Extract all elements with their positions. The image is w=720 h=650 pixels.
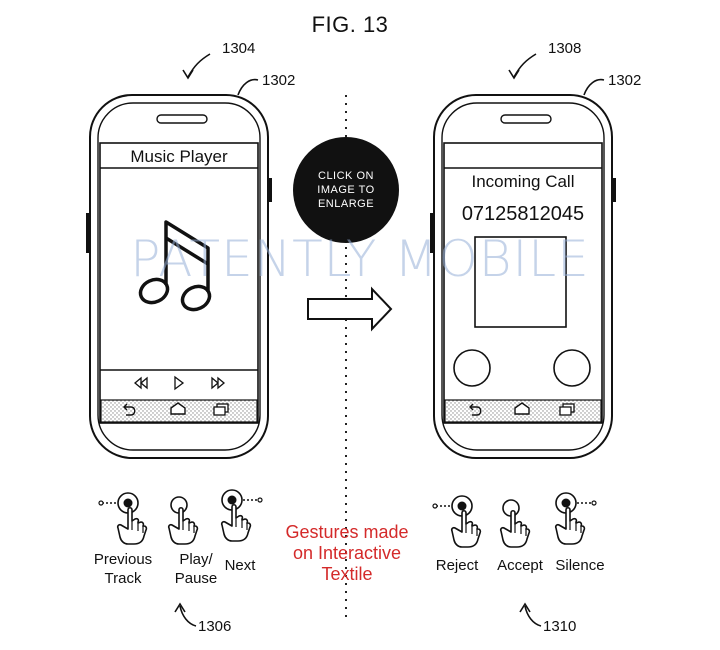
left-screen: [99, 142, 259, 424]
gestures-caption: Gestures made on Interactive Textile: [262, 522, 432, 585]
volume-button[interactable]: [430, 213, 434, 253]
swipe-right-gesture-icon: [220, 489, 263, 542]
ref-1304: 1304: [222, 40, 256, 57]
label-line: Reject: [435, 557, 479, 574]
left-phone: [86, 94, 272, 459]
enlarge-image-badge[interactable]: CLICK ON IMAGE TO ENLARGE: [293, 137, 399, 243]
right-phone: [430, 94, 616, 459]
home-icon[interactable]: [170, 402, 186, 415]
leader-1310: [524, 605, 542, 627]
caller-number: 07125812045: [461, 203, 585, 225]
play-icon[interactable]: [174, 375, 185, 391]
reference-leaders: [174, 53, 605, 627]
caption-line: Textile: [321, 564, 373, 584]
ref-1302-right: 1302: [608, 72, 642, 89]
fast-forward-icon[interactable]: [211, 376, 226, 390]
back-icon[interactable]: [469, 403, 482, 416]
label-line: Play/: [179, 551, 213, 568]
tap-gesture-icon: [499, 499, 531, 548]
label-line: Accept: [497, 557, 543, 574]
badge-line: CLICK ON: [318, 170, 374, 182]
recent-apps-icon[interactable]: [213, 403, 229, 416]
gesture-label-accept: Accept: [490, 556, 550, 575]
power-button[interactable]: [268, 178, 272, 202]
caption-line: Gestures made: [285, 522, 409, 542]
swipe-right-gesture-icon: [554, 492, 597, 545]
gesture-label-next: Next: [218, 556, 262, 575]
figure-title: FIG. 13: [311, 12, 389, 37]
music-player-title: Music Player: [130, 147, 228, 166]
badge-line: IMAGE TO: [317, 184, 375, 196]
leader-1306: [179, 605, 197, 627]
speaker-grille: [500, 114, 552, 124]
gesture-label-silence: Silence: [550, 556, 610, 575]
label-line: Next: [224, 557, 256, 574]
back-icon[interactable]: [123, 403, 136, 416]
label-line: Silence: [555, 557, 605, 574]
label-line: Pause: [174, 570, 218, 587]
incoming-call-title: Incoming Call: [471, 172, 575, 191]
transition-arrow-icon: [307, 286, 393, 332]
music-note-icon: [138, 220, 212, 312]
volume-button[interactable]: [86, 213, 90, 253]
rewind-icon[interactable]: [133, 376, 148, 390]
swipe-left-gesture-icon: [98, 492, 148, 545]
tap-gesture-icon: [167, 496, 199, 545]
gesture-label-play-pause: Play/ Pause: [166, 550, 226, 588]
recent-apps-icon[interactable]: [559, 403, 575, 416]
badge-line: ENLARGE: [317, 198, 375, 210]
gesture-label-previous-track: Previous Track: [88, 550, 158, 588]
label-line: Track: [104, 570, 142, 587]
leader-1302-left: [237, 78, 259, 96]
ref-1310: 1310: [543, 618, 577, 635]
ref-1302-left: 1302: [262, 72, 296, 89]
reject-call-button[interactable]: [453, 349, 491, 387]
swipe-left-gesture-icon: [432, 495, 482, 548]
ref-1308: 1308: [548, 40, 582, 57]
label-line: Previous: [93, 551, 153, 568]
speaker-grille: [156, 114, 208, 124]
power-button[interactable]: [612, 178, 616, 202]
leader-1302-right: [583, 78, 605, 96]
home-icon[interactable]: [514, 402, 530, 415]
caller-photo-placeholder: [474, 236, 567, 328]
accept-call-button[interactable]: [553, 349, 591, 387]
caption-line: on Interactive: [292, 543, 402, 563]
gesture-label-reject: Reject: [428, 556, 486, 575]
ref-1306: 1306: [198, 618, 232, 635]
